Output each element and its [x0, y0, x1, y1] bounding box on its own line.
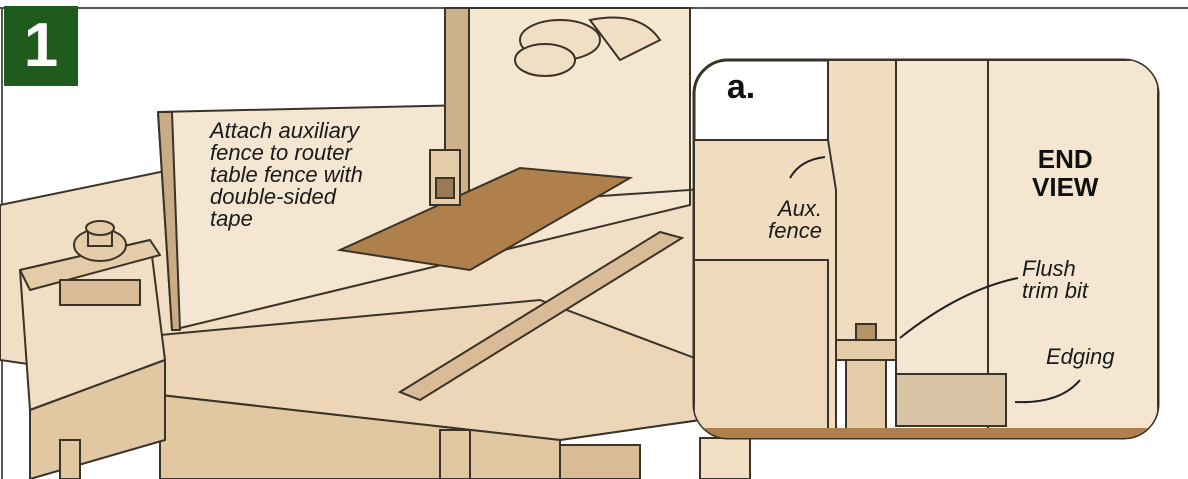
instruction-text: Attach auxiliary fence to router table f…	[210, 120, 363, 230]
clamp-block	[430, 150, 460, 205]
end-view-title-line: END	[1032, 145, 1098, 173]
detail-fence-section	[828, 60, 896, 350]
end-view-title-line: VIEW	[1032, 173, 1098, 201]
instruction-line: tape	[210, 208, 363, 230]
fence-rail	[20, 240, 165, 479]
instruction-line: table fence with	[210, 164, 363, 186]
detail-tag: a.	[700, 60, 782, 114]
detail-edging	[896, 374, 1006, 426]
aux-fence-label-line: Aux.	[760, 198, 822, 220]
aux-fence-label: Aux. fence	[760, 198, 822, 242]
instruction-line: fence to router	[210, 142, 363, 164]
aux-fence-label-line: fence	[760, 220, 822, 242]
edging-label: Edging	[1046, 346, 1115, 368]
detail-flush-trim-bit	[836, 324, 896, 430]
flush-trim-label: Flush trim bit	[1022, 258, 1088, 302]
detail-table-band	[694, 428, 1158, 438]
flush-trim-label-line: trim bit	[1022, 280, 1088, 302]
detail-workpiece	[896, 60, 988, 380]
step-number: 1	[24, 15, 58, 77]
detail-letter: a.	[727, 70, 755, 104]
flush-trim-label-line: Flush	[1022, 258, 1088, 280]
instruction-line: Attach auxiliary	[210, 120, 363, 142]
end-view-title: END VIEW	[1032, 145, 1098, 201]
instruction-line: double-sided	[210, 186, 363, 208]
detail-end-view-panel	[694, 60, 1158, 438]
detail-right-panel	[988, 60, 1158, 432]
step-number-badge: 1	[4, 6, 78, 86]
